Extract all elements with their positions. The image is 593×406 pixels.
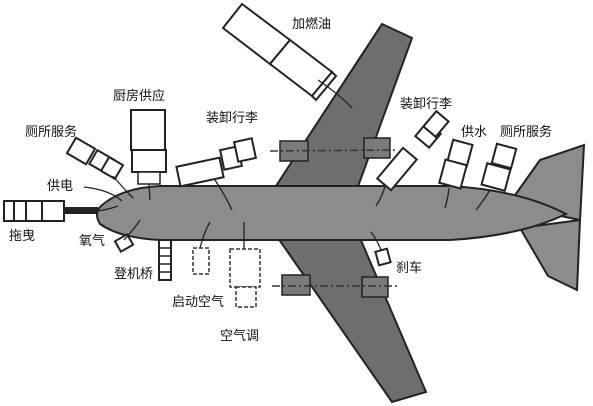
lower-right-engine	[361, 276, 389, 298]
brake-cart-icon	[374, 247, 392, 267]
tow-leader	[97, 205, 119, 212]
power-label: 供电	[47, 179, 73, 194]
start-air-leader	[199, 221, 211, 249]
air-conditioning-cart-icon	[229, 248, 261, 288]
lavatory-truck-right-icon	[480, 142, 518, 192]
lavatory-left-leader	[112, 175, 134, 199]
water-truck-icon	[438, 138, 474, 190]
brake-leader	[370, 231, 382, 251]
fuel-truck-icon	[221, 2, 338, 102]
galley-truck-icon	[130, 109, 167, 185]
water-leader	[444, 187, 450, 209]
start-air-label: 启动空气	[172, 294, 224, 310]
refuel-label: 加燃油	[292, 16, 331, 32]
baggage-loader-right-icon	[375, 109, 450, 192]
upper-right-engine	[363, 137, 391, 159]
power-leader	[83, 186, 123, 202]
start-air-cart-icon	[192, 247, 210, 275]
upper-engine-line	[269, 149, 399, 152]
refuel-leader	[317, 79, 353, 109]
fuselage	[96, 185, 569, 241]
lavatory-left-label: 厕所服务	[25, 124, 77, 140]
baggage-right-label: 装卸行李	[400, 96, 452, 112]
oxygen-leader	[123, 219, 141, 241]
air-conditioning-unit-icon	[235, 286, 257, 308]
tow-label: 拖曳	[9, 229, 35, 244]
galley-leader	[148, 183, 151, 201]
brake-label: 刹车	[396, 260, 422, 276]
jet-bridge-label: 登机桥	[114, 267, 153, 282]
oxygen-label: 氧气	[79, 233, 105, 249]
baggage-left-label: 装卸行李	[206, 110, 258, 126]
lavatory-right-leader	[475, 189, 491, 211]
lower-left-engine	[281, 274, 311, 296]
oxygen-cart-icon	[113, 232, 135, 254]
tow-tractor-icon	[3, 200, 98, 222]
lavatory-truck-left-icon	[65, 136, 125, 181]
baggage-loader-left-icon	[175, 137, 258, 188]
baggage-right-leader	[375, 185, 386, 207]
water-label: 供水	[461, 125, 487, 140]
jet-bridge-icon	[158, 239, 172, 281]
baggage-left-leader	[214, 179, 233, 211]
vertical-tail-lower	[518, 218, 582, 292]
lavatory-right-label: 厕所服务	[500, 124, 552, 140]
air-conditioning-label: 空气调	[220, 328, 259, 344]
galley-label: 厨房供应	[113, 88, 165, 104]
